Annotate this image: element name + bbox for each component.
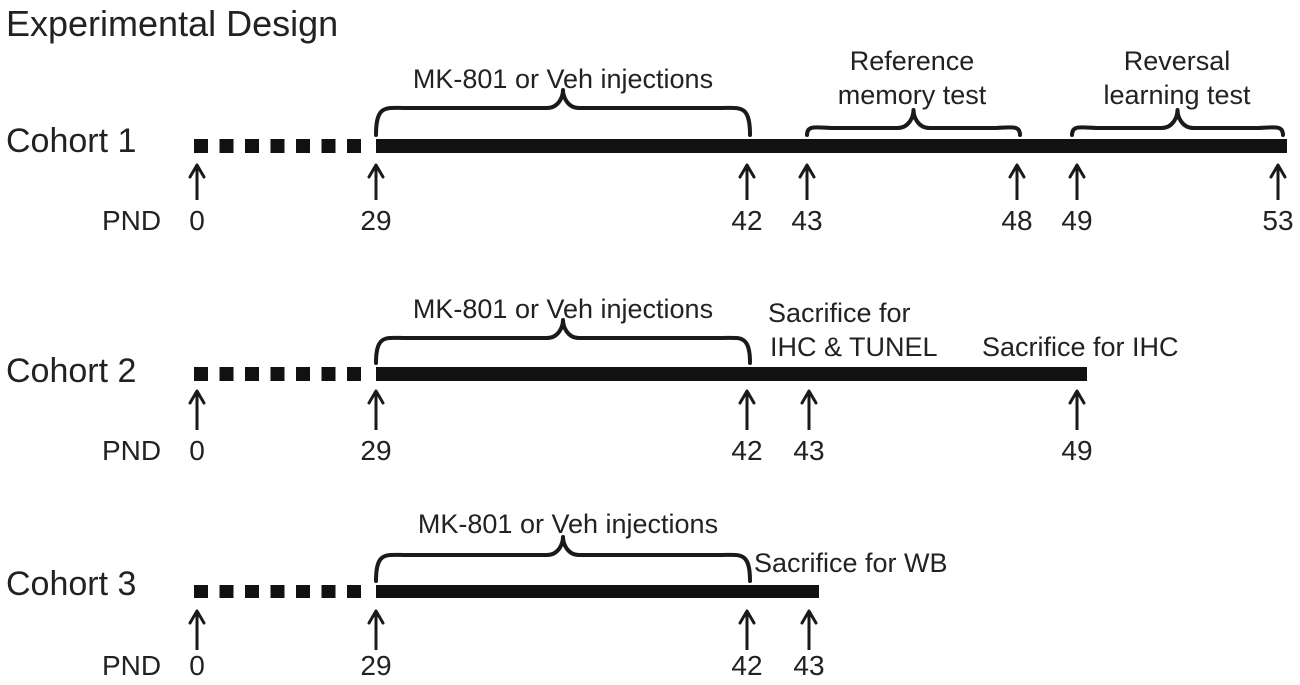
day-arrow-icon [800, 609, 818, 650]
timeline-dash [219, 139, 234, 153]
timeline-dash [270, 139, 285, 153]
cohort-1-timeline-bar [376, 139, 1287, 153]
timeline-dash [321, 585, 336, 598]
day-arrow-icon [738, 609, 756, 650]
timeline-dash [219, 367, 234, 381]
timeline-dash [219, 585, 234, 598]
cohort-2-day-arrows [188, 389, 1086, 430]
day-arrow-icon [798, 163, 816, 200]
cohort-1-tick-label: 49 [1061, 205, 1092, 236]
day-arrow-icon [367, 609, 385, 650]
timeline-dash [321, 367, 336, 381]
day-arrow-icon [188, 163, 206, 200]
timeline-dash [296, 367, 310, 381]
timeline-dash [194, 367, 208, 381]
cohort-1-tick-label: 0 [189, 205, 205, 236]
cohort-2-timeline-bar [376, 367, 1087, 381]
injection-period-label: MK-801 or Veh injections [413, 64, 713, 94]
cohort-1-braces [374, 88, 1285, 137]
injection-period-label: MK-801 or Veh injections [418, 509, 718, 539]
cohort-1-tick-label: 43 [791, 205, 822, 236]
timeline-dash [194, 585, 208, 598]
sacrifice-ihc-tunel-label: IHC & TUNEL [770, 332, 938, 362]
cohort-3-timeline-bar [376, 585, 819, 598]
cohort-3-tick-label: 42 [731, 650, 762, 681]
day-arrow-icon [800, 389, 818, 430]
cohort-3-day-arrows [188, 609, 818, 650]
timeline-dash [270, 585, 285, 598]
day-arrow-icon [1068, 163, 1086, 200]
timeline-dash [270, 367, 285, 381]
cohort-1-pnd-label: PND [102, 205, 161, 236]
cohort-1-tick-label: 29 [360, 205, 391, 236]
day-arrow-icon [1008, 163, 1026, 200]
sacrifice-ihc-tunel-label: Sacrifice for [768, 298, 911, 328]
day-arrow-icon [1269, 163, 1287, 200]
reference-memory-test-label: memory test [838, 80, 987, 110]
timeline-dash [296, 585, 310, 598]
cohort-3-label: Cohort 3 [6, 565, 136, 603]
day-arrow-icon [367, 163, 385, 200]
cohort-2-pnd-label: PND [102, 435, 161, 466]
cohort-1-tick-label: 48 [1001, 205, 1032, 236]
page-title: Experimental Design [6, 3, 338, 44]
cohort-1-tick-label: 53 [1262, 205, 1293, 236]
cohort-3-tick-label: 0 [189, 650, 205, 681]
cohort-3-pnd-label: PND [102, 650, 161, 681]
cohort-3-tick-label: 43 [793, 650, 824, 681]
sacrifice-ihc-label: Sacrifice for IHC [982, 332, 1179, 362]
timeline-dash [321, 139, 336, 153]
day-arrow-icon [188, 389, 206, 430]
cohort-1-tick-label: 42 [731, 205, 762, 236]
period-brace [374, 535, 752, 583]
sacrifice-wb-label: Sacrifice for WB [754, 548, 948, 578]
day-arrow-icon [367, 389, 385, 430]
day-arrow-icon [1068, 389, 1086, 430]
cohort-2-tick-label: 29 [360, 435, 391, 466]
period-brace [1070, 108, 1285, 137]
cohort-1-timeline: Cohort 1 PND 0 29 42 43 48 49 53 MK-801 … [6, 46, 1294, 236]
cohort-1-dashed-segment [194, 139, 361, 153]
cohort-1-label: Cohort 1 [6, 122, 136, 160]
timeline-dash [245, 585, 259, 598]
cohort-2-label: Cohort 2 [6, 352, 136, 390]
cohort-2-tick-label: 49 [1061, 435, 1092, 466]
timeline-dash [347, 585, 361, 598]
cohort-1-day-arrows [188, 163, 1287, 200]
timeline-dash [194, 139, 208, 153]
timeline-dash [296, 139, 310, 153]
cohort-2-dashed-segment [194, 367, 361, 381]
cohort-3-dashed-segment [194, 585, 361, 598]
cohort-3-tick-label: 29 [360, 650, 391, 681]
injection-period-label: MK-801 or Veh injections [413, 294, 713, 324]
cohort-2-braces [374, 318, 752, 365]
cohort-2-tick-label: 42 [731, 435, 762, 466]
period-brace [374, 318, 752, 365]
timeline-dash [245, 367, 259, 381]
cohort-2-tick-label: 43 [793, 435, 824, 466]
reversal-learning-test-label: Reversal [1124, 46, 1231, 76]
day-arrow-icon [188, 609, 206, 650]
timeline-dash [245, 139, 259, 153]
cohort-3-timeline: Cohort 3 PND 0 29 42 43 MK-801 or Veh in… [6, 509, 948, 681]
cohort-2-timeline: Cohort 2 PND 0 29 42 43 49 MK-801 or Veh… [6, 294, 1179, 466]
reversal-learning-test-label: learning test [1103, 80, 1251, 110]
day-arrow-icon [738, 389, 756, 430]
reference-memory-test-label: Reference [850, 46, 975, 76]
timeline-dash [347, 139, 361, 153]
cohort-3-braces [374, 535, 752, 583]
cohort-2-tick-label: 0 [189, 435, 205, 466]
timeline-dash [347, 367, 361, 381]
period-brace [374, 88, 752, 137]
period-brace [805, 108, 1022, 137]
day-arrow-icon [738, 163, 756, 200]
